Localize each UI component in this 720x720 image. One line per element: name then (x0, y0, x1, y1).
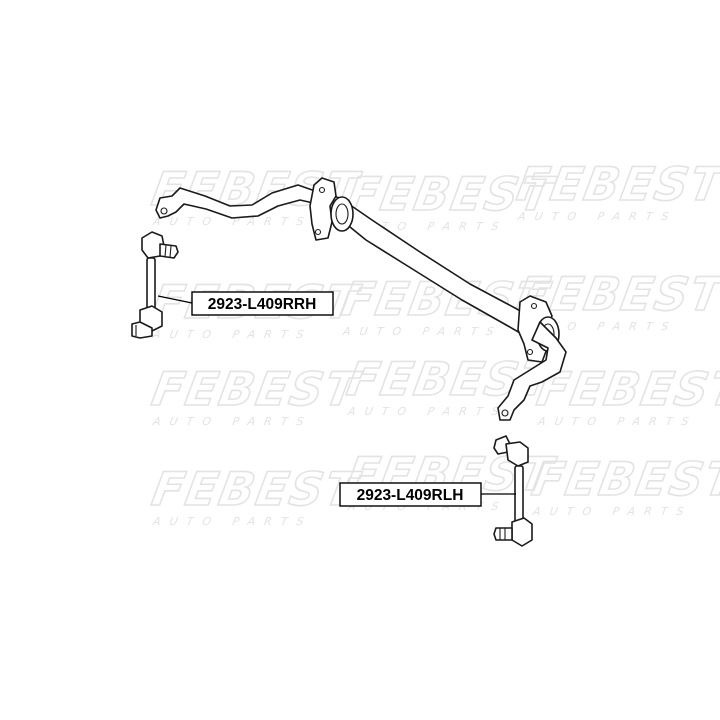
watermark: FEBEST AUTO PARTS (147, 462, 365, 528)
watermark-tagline: AUTO PARTS (516, 210, 679, 223)
mounting-hole (160, 207, 168, 215)
watermark-tagline: AUTO PARTS (151, 215, 314, 228)
watermark-brand: FEBEST (513, 157, 720, 211)
watermark-brand: FEBEST (533, 362, 720, 416)
callout-rlh: 2923-L409RLH (339, 482, 516, 507)
stabilizer-bar (155, 177, 567, 421)
watermark: FEBEST AUTO PARTS (147, 362, 365, 428)
watermark-brand: FEBEST (148, 462, 365, 516)
leader-line (157, 295, 193, 304)
stabilizer-link-rlh (493, 435, 533, 547)
callout-rrh: 2923-L409RRH (157, 291, 334, 316)
watermark-layer: FEBEST AUTO PARTS FEBEST AUTO PARTS FEBE… (147, 157, 720, 528)
mounting-hole (501, 409, 509, 417)
part-number-box (191, 291, 334, 316)
watermark-tagline: AUTO PARTS (531, 505, 694, 518)
watermark-tagline: AUTO PARTS (346, 405, 509, 418)
watermark-tagline: AUTO PARTS (151, 415, 314, 428)
stabilizer-link-rrh (131, 231, 179, 339)
watermark-tagline: AUTO PARTS (151, 328, 314, 341)
watermark-tagline: AUTO PARTS (536, 415, 699, 428)
stabilizer-bar-right-arm (497, 321, 567, 421)
watermark-brand: FEBEST (148, 362, 365, 416)
part-number-box (339, 482, 482, 507)
watermark: FEBEST AUTO PARTS (532, 362, 720, 428)
watermark-brand: FEBEST (343, 167, 560, 221)
watermark: FEBEST AUTO PARTS (527, 452, 720, 518)
watermark-brand: FEBEST (528, 452, 720, 506)
watermark-tagline: AUTO PARTS (151, 515, 314, 528)
watermark-tagline: AUTO PARTS (341, 325, 504, 338)
watermark: FEBEST AUTO PARTS (512, 157, 720, 223)
part-number-label[interactable]: 2923-L409RRH (208, 296, 317, 313)
part-number-label[interactable]: 2923-L409RLH (357, 487, 464, 504)
bushing-left (309, 177, 354, 241)
